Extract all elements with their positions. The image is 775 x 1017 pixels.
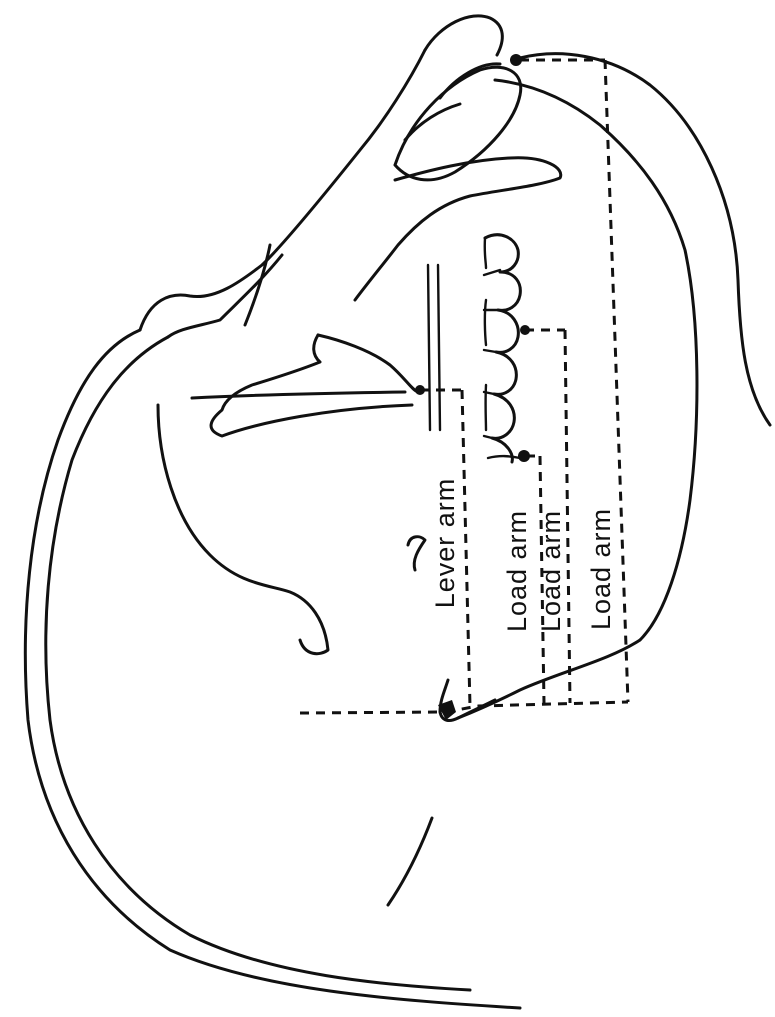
load-point-dot-2: [520, 325, 530, 335]
load-arm-label-3: Load arm: [586, 508, 616, 630]
zygomatic-arch: [428, 265, 440, 430]
load-arm-label-1: Load arm: [502, 510, 532, 632]
load-point-dot-1: [518, 450, 530, 462]
orbit-region: [245, 64, 561, 325]
lever-arm-label: Lever arm: [430, 478, 460, 609]
temporal-region: [158, 335, 418, 654]
lever-point-dot: [415, 385, 425, 395]
tooth-row: [484, 235, 520, 462]
load-point-dot-3: [510, 54, 522, 66]
force-lines: [300, 60, 628, 713]
load-arm-label-2: Load arm: [536, 510, 566, 632]
